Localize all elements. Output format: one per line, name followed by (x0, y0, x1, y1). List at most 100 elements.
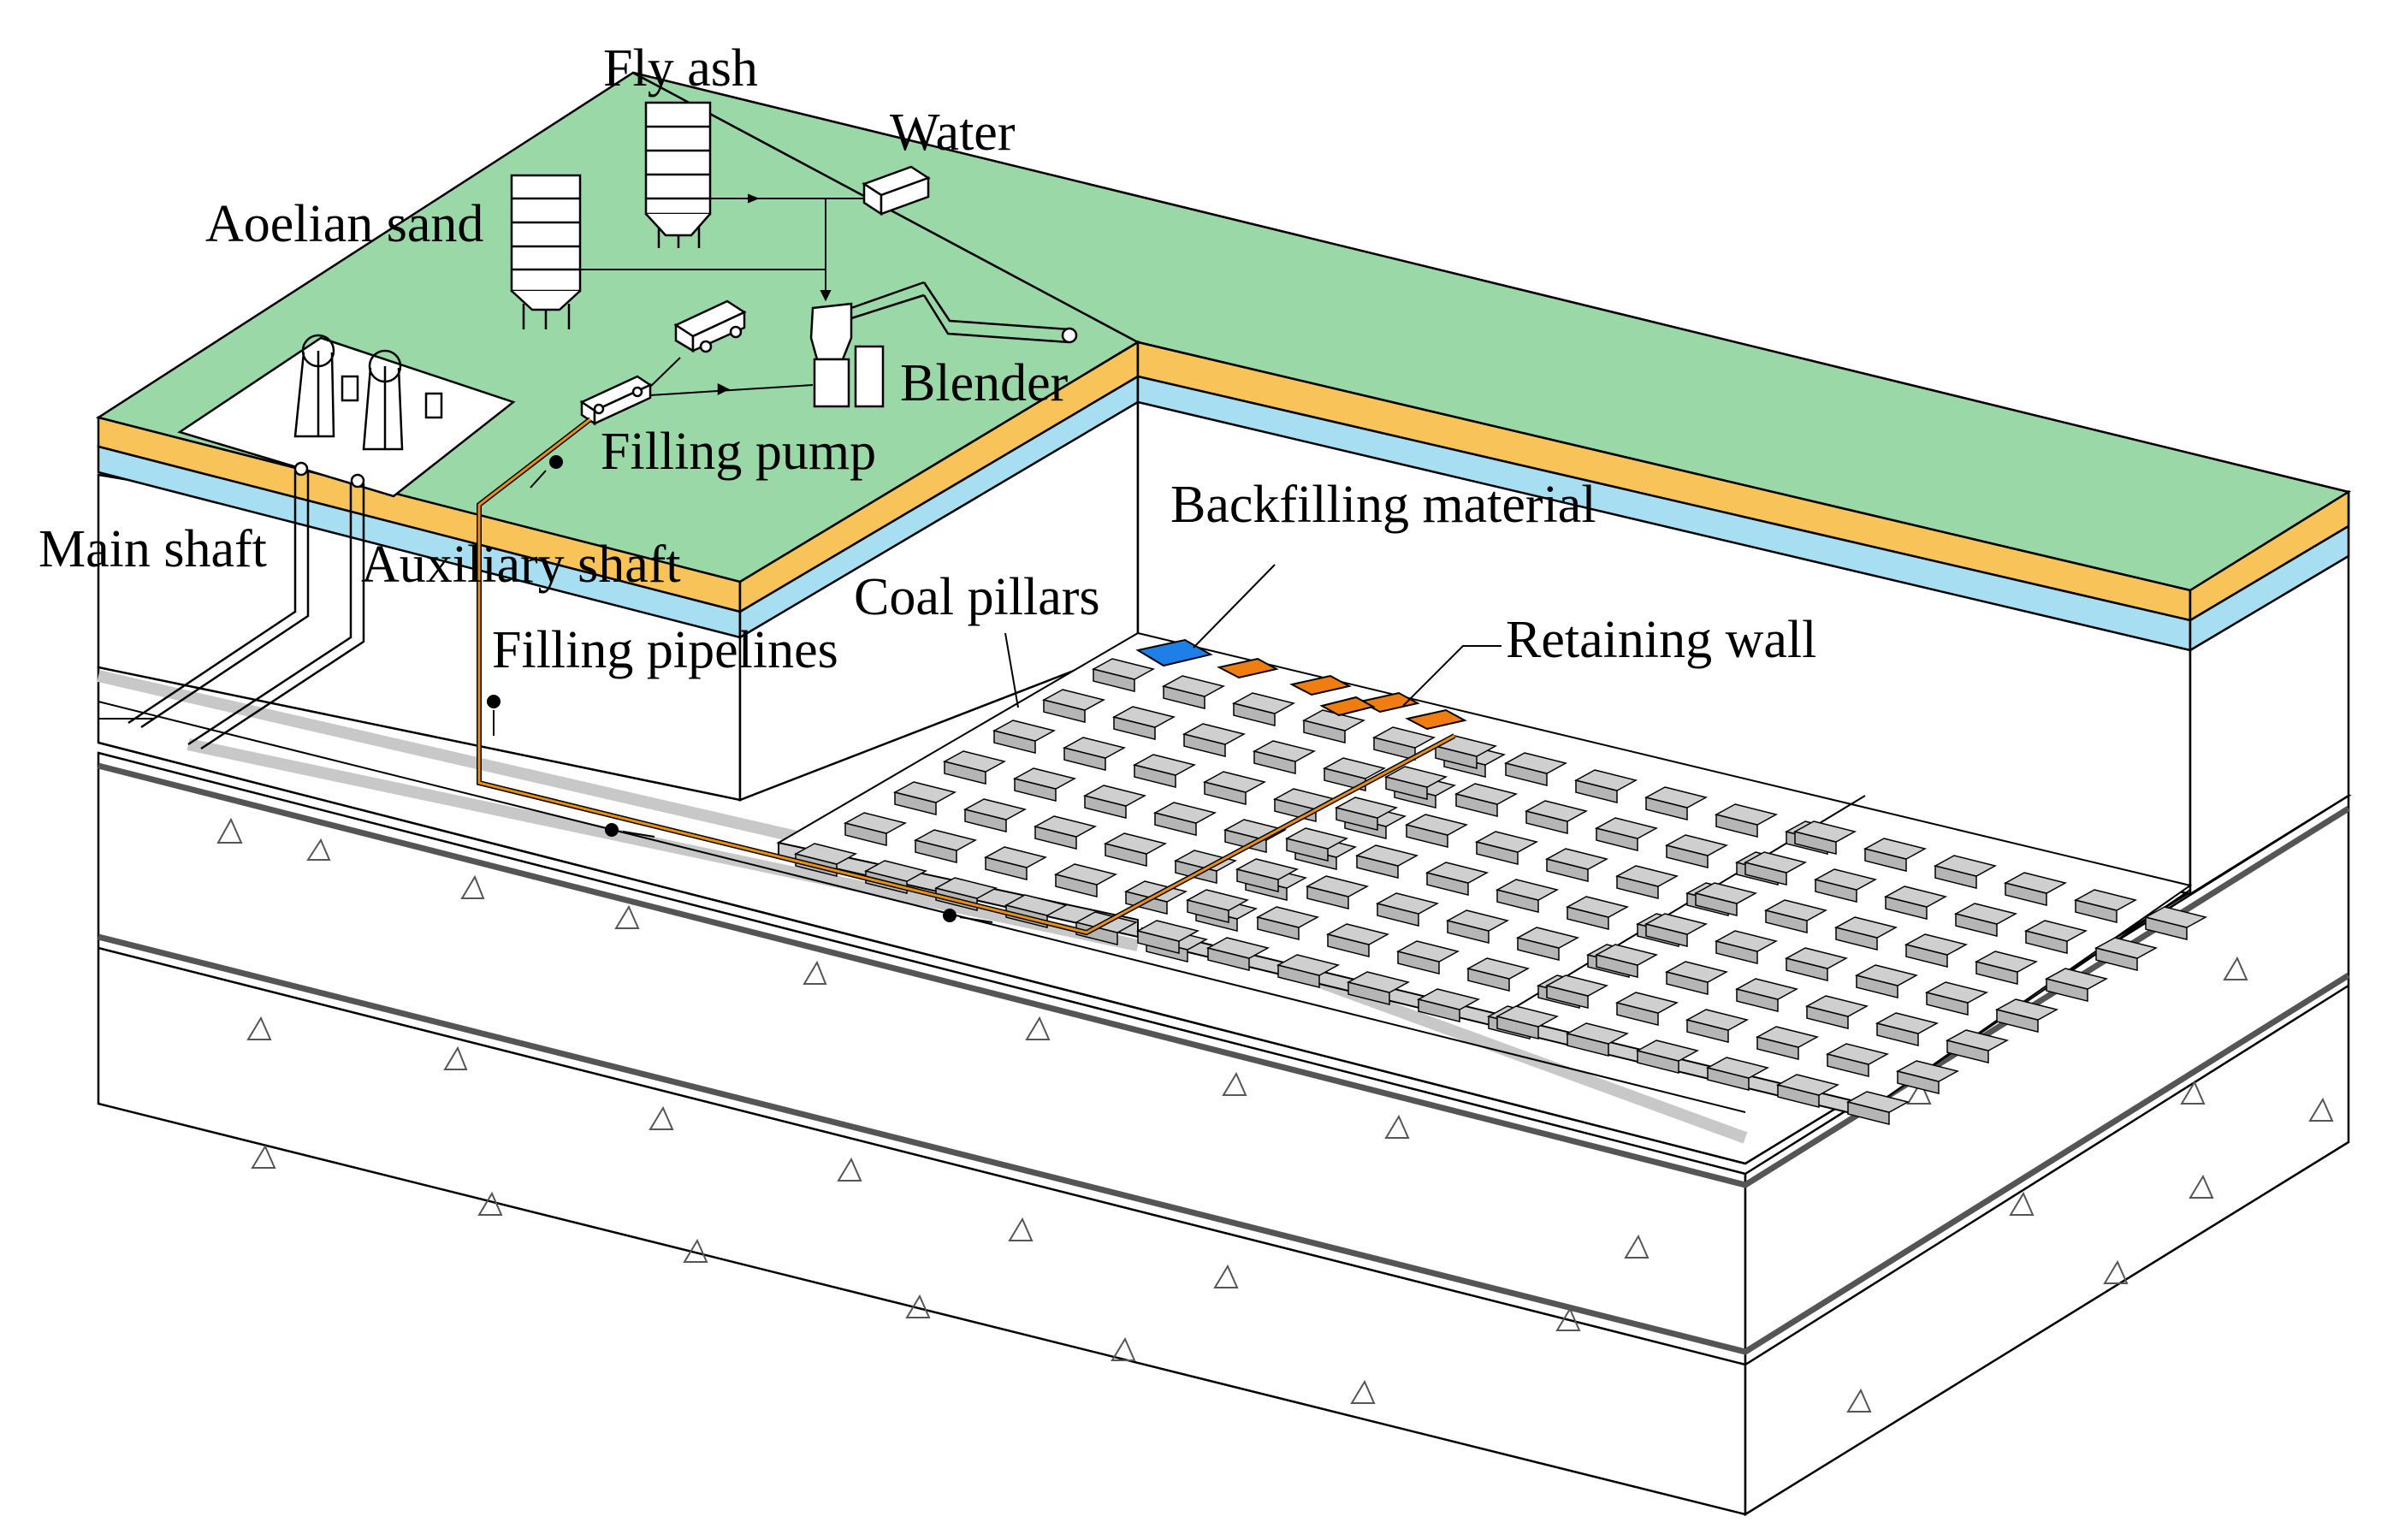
coal-pillar-side (1224, 829, 1267, 854)
filling-pipeline (477, 417, 1456, 936)
backfilled-zone (1135, 638, 1467, 731)
coal-pillar-side (1286, 838, 1329, 862)
retaining-wall-5 (1319, 696, 1376, 717)
coal-pillars-leader (1004, 632, 1019, 708)
coal-pillar-side (1137, 930, 1180, 955)
coal-pillar-side (1786, 957, 1828, 982)
fly-ash-silo (644, 101, 712, 248)
label-water: Water (890, 104, 1016, 162)
retaining-wall-1 (1217, 657, 1279, 679)
coal-pillar-side (1546, 985, 1589, 1010)
coal-pillar-side (1204, 781, 1247, 806)
coal-pillar-side (1686, 1019, 1729, 1044)
mixer-truck (649, 299, 747, 388)
headframes (293, 334, 443, 451)
coal-pillar-side (2075, 899, 2118, 924)
coal-pillar-side (1455, 793, 1498, 818)
coal-pillar-side (1034, 826, 1077, 850)
coal-pillar-side (2025, 930, 2068, 955)
coal-pillar-side (964, 808, 1007, 833)
coal-pillar-side (1637, 1050, 1679, 1075)
label-coal-pillars: Coal pillars (854, 568, 1100, 626)
coal-pillar-side (1467, 968, 1510, 992)
coal-pillar-side (1356, 855, 1399, 880)
coal-pillar-side (985, 856, 1028, 881)
coal-pillar-side (1476, 841, 1519, 866)
coal-pillar-side (844, 822, 887, 847)
coal-pillar-side (1864, 848, 1907, 873)
blender-unit (809, 281, 1078, 408)
coal-pillar-side (1835, 927, 1878, 951)
label-backfilling-material: Backfilling material (1170, 476, 1596, 534)
rock-texture (216, 817, 2334, 1413)
coal-pillar-side (1856, 974, 1898, 999)
leader-lines (1004, 564, 1502, 708)
coal-pillar-side (1426, 872, 1469, 897)
coal-pillar-side (1113, 716, 1156, 741)
stratum-line-4 (98, 946, 2349, 1366)
coal-pillar-side (2095, 947, 2138, 972)
rock-block (97, 741, 2350, 1517)
stratum-line-2 (98, 762, 2350, 1188)
coal-pillar-side (1736, 988, 1779, 1013)
coal-pillar-side (1163, 685, 1205, 710)
coal-pillar-side (1575, 779, 1618, 804)
stratum-line-3 (98, 933, 2350, 1355)
main-shaft-pipe (127, 471, 297, 725)
coal-pillar-side (1418, 998, 1460, 1023)
coal-pillar-side (1134, 764, 1176, 789)
coal-pillar-side (1257, 916, 1300, 941)
coal-pillar-side (1996, 1009, 2039, 1034)
backfilling-material-block (1135, 638, 1213, 667)
coal-pillar-side (1926, 992, 1969, 1016)
coal-pillar-side (1084, 795, 1127, 820)
label-aeolian-sand: Aoelian sand (205, 195, 483, 253)
retaining-wall-2 (1289, 674, 1352, 696)
coal-pillar-side (1385, 776, 1428, 801)
labels: Fly ash Water Aoelian sand Blender Filli… (38, 39, 1816, 679)
retaining-wall-leader (1402, 645, 1502, 707)
coal-pillar-side (1567, 906, 1609, 931)
aquifer-layer-right (2189, 524, 2350, 653)
coal-pillar-side (1596, 827, 1638, 852)
coal-pillar-side (1348, 981, 1390, 1006)
coal-pillar-side (1496, 889, 1539, 914)
coal-pillar-side (1777, 1084, 1820, 1109)
coal-pillar-side (1756, 1036, 1799, 1061)
coal-pillar-side (1043, 699, 1086, 724)
coal-pillar-side (1327, 933, 1370, 958)
auxiliary-shaft-pipe (187, 483, 352, 746)
label-filling-pipelines: Filling pipelines (492, 621, 838, 679)
coal-pillar-side (1505, 762, 1548, 787)
coal-pillar-side (1827, 1053, 1869, 1078)
coal-pillar-side (894, 791, 937, 816)
coal-pillar-side (1666, 844, 1709, 869)
coal-pillar-side (1715, 814, 1758, 838)
retaining-wall-4 (1405, 708, 1467, 731)
aeolian-sand-silo (510, 174, 582, 329)
coal-pillars-group (793, 658, 2208, 1126)
shafts (127, 461, 365, 750)
coal-pillar-side (1905, 944, 1948, 968)
coal-pillar-side (1975, 961, 2018, 986)
coal-pillar-side (2005, 882, 2047, 907)
coal-pillar-side (1645, 923, 1688, 948)
coal-pillar-side (1546, 858, 1589, 883)
label-retaining-wall: Retaining wall (1506, 611, 1816, 669)
label-main-shaft: Main shaft (38, 520, 267, 578)
water-tank (862, 165, 931, 216)
coal-pillar-side (1596, 954, 1638, 979)
label-fly-ash: Fly ash (603, 39, 758, 98)
label-auxiliary-shaft: Auxiliary shaft (361, 536, 681, 594)
coal-pillar-side (1207, 947, 1250, 972)
coal-pillar-side (1616, 875, 1659, 900)
coal-pillar-side (1303, 720, 1346, 744)
coal-pillar-side (1765, 909, 1808, 934)
coal-pillar-side (1324, 767, 1366, 792)
coal-pillar-side (1666, 971, 1709, 996)
coal-pillar-side (1567, 1033, 1609, 1057)
coal-pillar-side (2046, 978, 2088, 1003)
coal-pillar-side (1183, 733, 1226, 758)
coal-pillar-side (1406, 824, 1448, 849)
